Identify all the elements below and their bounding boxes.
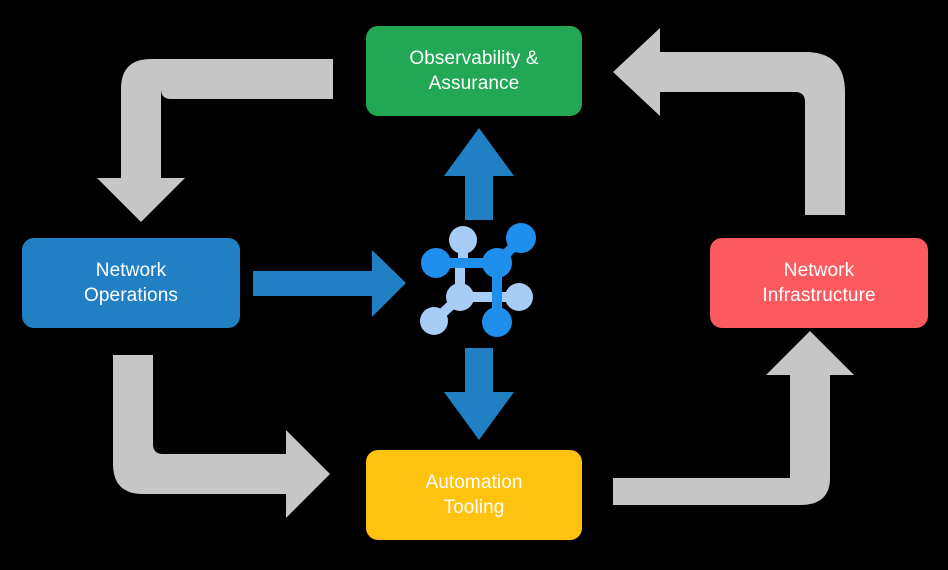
node-label-automation-line1: Automation [425, 471, 523, 493]
node-label-operations-line1: Network [95, 259, 167, 281]
node-box-operations[interactable]: Network Operations [22, 238, 240, 328]
node-label-infrastructure-line1: Network [783, 259, 855, 281]
node-label-observability-line2: Assurance [428, 73, 520, 94]
cycle-arrow-automation-to-infrastructure [613, 331, 854, 505]
network-topology-icon [420, 223, 536, 337]
radial-arrow-center-to-automation [444, 348, 514, 440]
cycle-arrow-operations-to-automation [113, 355, 330, 518]
node-label-infrastructure-line2: Infrastructure [762, 285, 876, 306]
node-box-observability[interactable]: Observability & Assurance [366, 26, 582, 116]
cycle-arrow-infrastructure-to-observability [613, 28, 845, 215]
node-label-operations-line2: Operations [84, 285, 178, 306]
node-label-observability-line1: Observability & [409, 47, 539, 69]
radial-arrow-center-to-observability [444, 128, 514, 220]
node-label-automation-line2: Tooling [443, 497, 505, 518]
node-box-automation[interactable]: Automation Tooling [366, 450, 582, 540]
node-box-infrastructure[interactable]: Network Infrastructure [710, 238, 928, 328]
cycle-arrow-observability-to-operations [97, 59, 333, 222]
radial-arrow-operations-to-center [253, 250, 406, 317]
